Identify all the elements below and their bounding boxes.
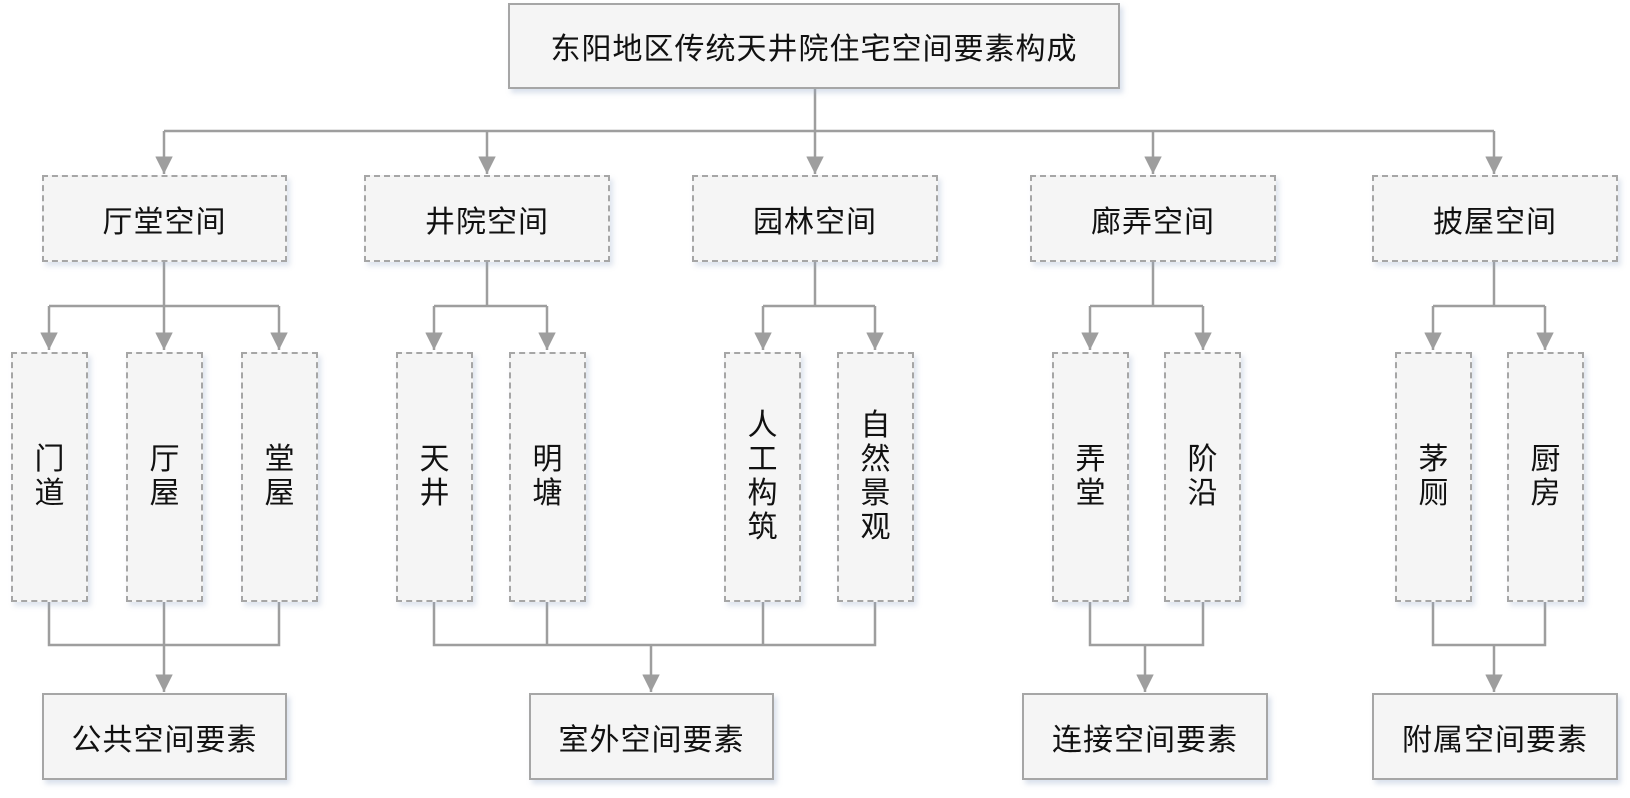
category-label: 园林空间: [753, 204, 877, 240]
category-label: 廊弄空间: [1091, 204, 1215, 240]
leaf-node: 人工构筑: [724, 352, 801, 602]
root-label: 东阳地区传统天井院住宅空间要素构成: [550, 32, 1078, 67]
leaf-label: 茅厕: [1418, 442, 1449, 511]
leaf-node: 堂屋: [241, 352, 318, 602]
category-node-hall: 厅堂空间: [42, 175, 287, 262]
group-label: 附属空间要素: [1402, 722, 1588, 758]
root-node: 东阳地区传统天井院住宅空间要素构成: [508, 3, 1120, 89]
category-label: 披屋空间: [1433, 204, 1557, 240]
leaf-label: 厨房: [1530, 442, 1561, 511]
leaf-node: 弄堂: [1052, 352, 1129, 602]
group-label: 室外空间要素: [558, 722, 745, 758]
leaf-node: 自然景观: [837, 352, 914, 602]
leaf-node: 明塘: [509, 352, 586, 602]
leaf-label: 堂屋: [264, 442, 295, 511]
leaf-label: 天井: [419, 442, 450, 511]
category-node-annex: 披屋空间: [1372, 175, 1618, 262]
category-node-courtyard: 井院空间: [364, 175, 610, 262]
leaf-label: 自然景观: [860, 408, 891, 545]
group-node-public: 公共空间要素: [42, 693, 287, 780]
group-node-auxiliary: 附属空间要素: [1372, 693, 1618, 780]
leaf-label: 弄堂: [1075, 442, 1106, 511]
leaf-label: 厅屋: [149, 442, 180, 511]
group-label: 连接空间要素: [1052, 722, 1238, 758]
leaf-node: 门道: [11, 352, 88, 602]
leaf-label: 门道: [34, 442, 65, 511]
category-node-garden: 园林空间: [692, 175, 938, 262]
leaf-node: 天井: [396, 352, 473, 602]
leaf-label: 明塘: [532, 442, 563, 511]
leaf-label: 阶沿: [1187, 442, 1218, 511]
category-node-corridor: 廊弄空间: [1030, 175, 1276, 262]
leaf-node: 厅屋: [126, 352, 203, 602]
group-node-outdoor: 室外空间要素: [529, 693, 774, 780]
leaf-node: 阶沿: [1164, 352, 1241, 602]
group-node-connecting: 连接空间要素: [1022, 693, 1268, 780]
category-label: 厅堂空间: [102, 204, 227, 240]
leaf-node: 茅厕: [1395, 352, 1472, 602]
category-label: 井院空间: [425, 204, 549, 240]
leaf-node: 厨房: [1507, 352, 1584, 602]
leaf-label: 人工构筑: [747, 408, 778, 545]
group-label: 公共空间要素: [71, 722, 258, 758]
